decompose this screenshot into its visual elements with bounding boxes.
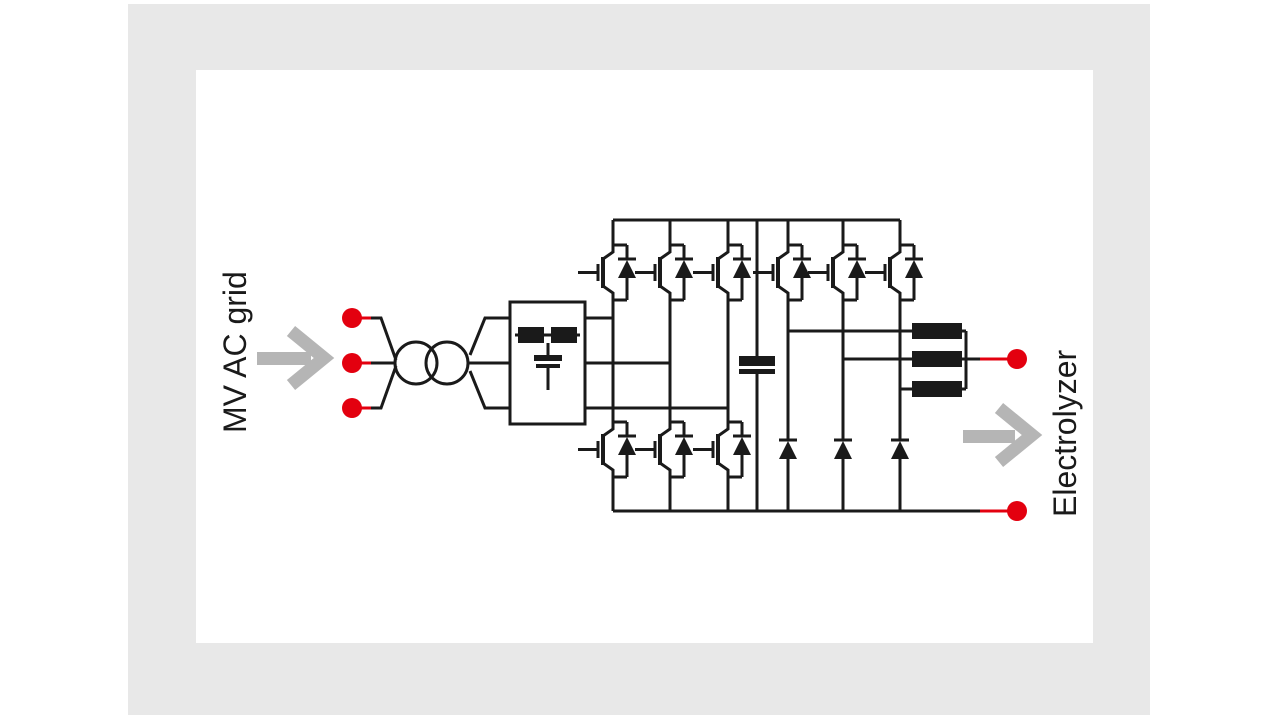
output-terminals (980, 349, 1027, 521)
bottom-igbt-row (576, 419, 753, 511)
transformer-to-filter-wires (468, 316, 510, 410)
output-terminal-dot (1007, 501, 1027, 521)
phase-lines (585, 316, 728, 410)
input-terminals (342, 308, 371, 418)
output-terminal-dot (1007, 349, 1027, 369)
filter-capacitor-icon (534, 355, 562, 361)
output-inductors (912, 323, 980, 397)
leg-verticals-right (786, 300, 902, 440)
filter-inductor-icon (551, 327, 577, 343)
chopper-output-wires (788, 329, 912, 391)
input-arrow-icon (257, 325, 335, 391)
lcl-filter (508, 300, 587, 426)
input-terminal-dot (342, 308, 362, 328)
input-label: MV AC grid (217, 271, 253, 433)
input-terminal-dot (342, 353, 362, 373)
input-wires (371, 316, 398, 410)
output-label: Electrolyzer (1047, 350, 1083, 518)
filter-inductor-icon (518, 327, 544, 343)
output-arrow-icon (963, 402, 1043, 468)
input-terminal-dot (342, 398, 362, 418)
bus-verticals (611, 220, 902, 246)
leg-verticals-left (611, 300, 730, 422)
output-inductor-icon (912, 381, 962, 397)
dc-link-capacitor (739, 220, 775, 511)
output-inductor-icon (912, 351, 962, 367)
output-inductor-icon (912, 323, 962, 339)
bottom-diode-row (777, 438, 911, 511)
